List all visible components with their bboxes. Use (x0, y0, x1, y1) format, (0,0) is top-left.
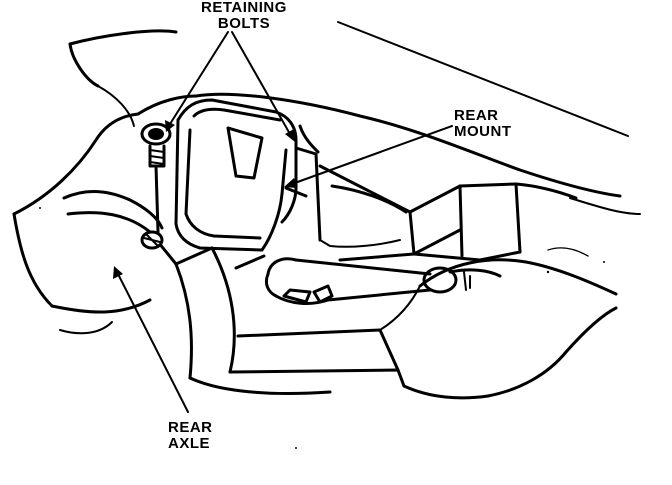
leader-rear-axle (113, 266, 189, 413)
label-rear-axle-line2: AXLE (168, 435, 211, 452)
label-rear-mount: REAR MOUNT (454, 108, 512, 140)
rear-axle-housing (62, 189, 618, 400)
label-retaining-bolts-line2: BOLTS (217, 15, 271, 32)
leader-retaining-bolts (165, 31, 295, 142)
leader-rear-mount (284, 125, 453, 188)
retaining-bolt-upper (140, 122, 172, 234)
label-rear-mount-line1: REAR (454, 107, 499, 124)
vehicle-body-outline (12, 21, 629, 335)
crossmember (318, 164, 641, 262)
label-rear-axle-line1: REAR (168, 419, 213, 436)
label-rear-axle: REAR AXLE (168, 420, 213, 452)
rear-mount-block (174, 98, 401, 252)
label-retaining-bolts-line1: RETAINING (201, 0, 287, 16)
link-arm (234, 254, 502, 305)
retaining-bolt-lower (140, 230, 164, 250)
label-retaining-bolts: RETAINING BOLTS (196, 0, 292, 32)
label-rear-mount-line2: MOUNT (454, 123, 512, 140)
scan-specks (39, 207, 605, 449)
